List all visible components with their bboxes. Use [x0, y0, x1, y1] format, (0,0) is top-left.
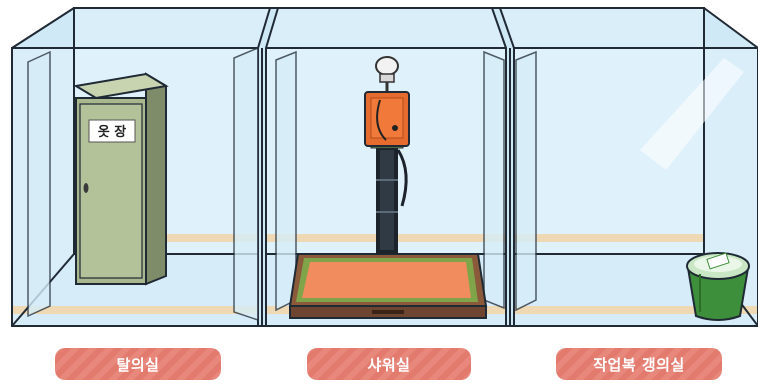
glass-glare — [640, 58, 744, 170]
green-bucket-icon — [686, 252, 750, 321]
partition-left — [257, 7, 280, 327]
shower-mat-icon — [288, 253, 488, 319]
shower-head-icon — [364, 56, 410, 147]
locker-sign-text: 옷 장 — [98, 124, 126, 140]
cleanroom-diagram: 옷 장 — [11, 7, 758, 327]
room-label-undressing-room: 탈의실 — [55, 348, 221, 380]
room-label-workwear-changing-room: 작업복 갱의실 — [556, 348, 722, 380]
locker-icon — [73, 72, 169, 286]
partition-right — [490, 7, 515, 327]
room-label-shower-room: 샤워실 — [307, 348, 471, 380]
locker-sign — [88, 119, 136, 143]
glass-door-panels — [27, 46, 537, 322]
